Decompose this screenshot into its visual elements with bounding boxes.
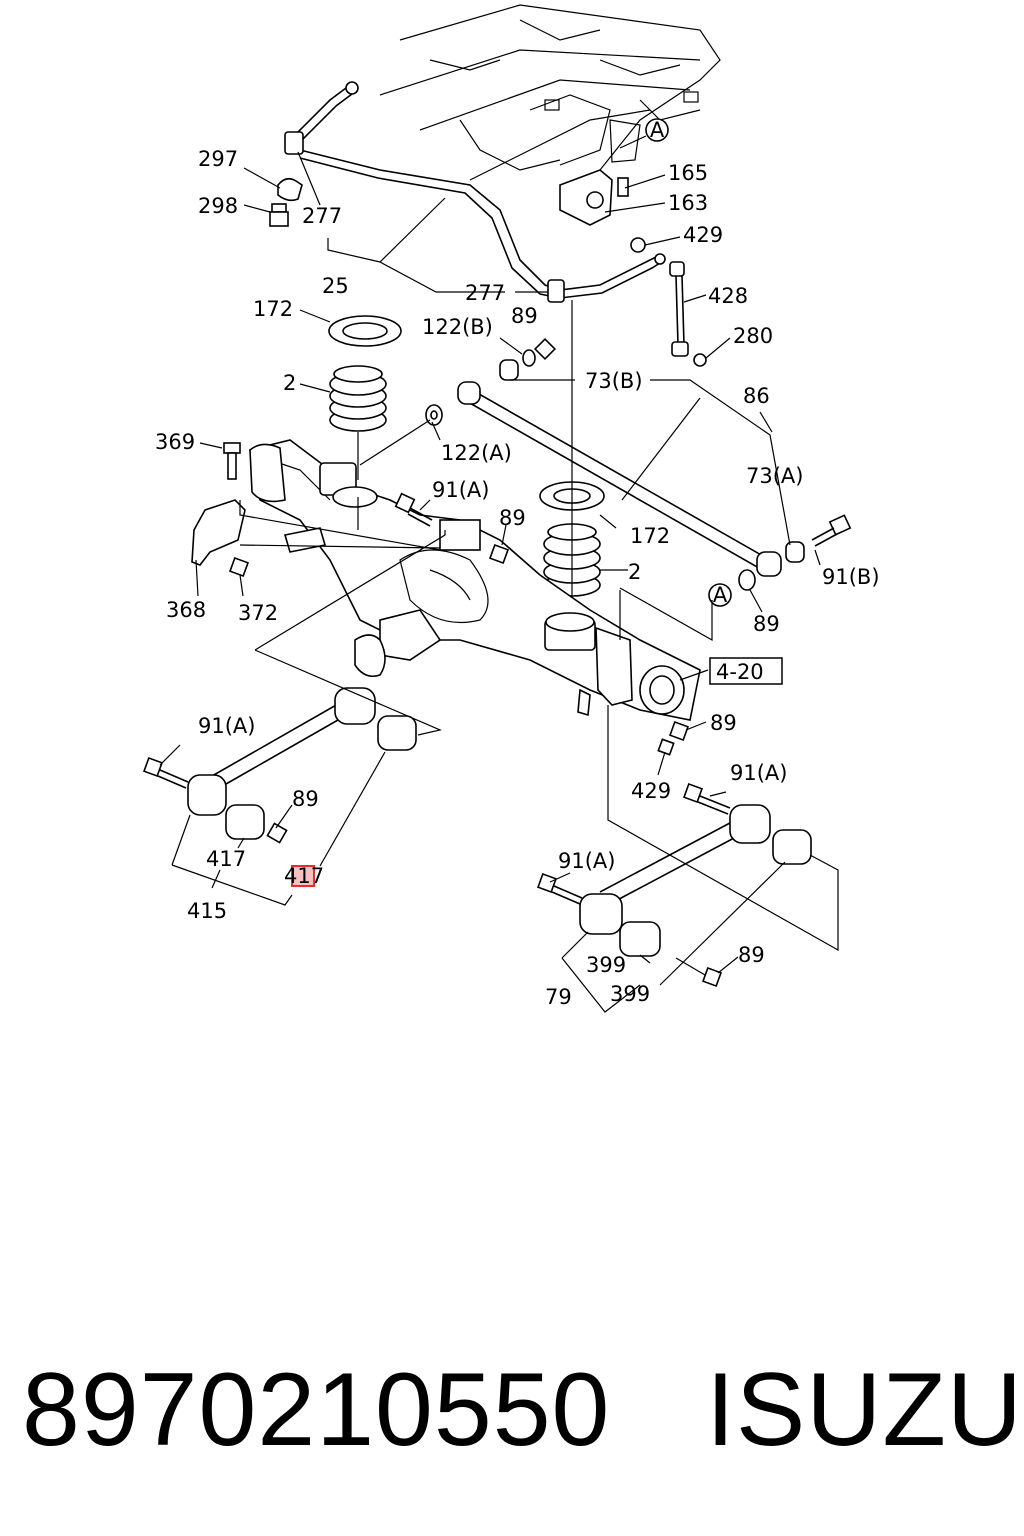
label-172-upper: 172 [253,297,293,321]
stabilizer-bar [284,81,666,303]
nut-89-right [738,569,756,591]
label-2-upper: 2 [283,371,296,395]
bolt-91a-axle [394,492,433,527]
label-91a-right-upper: 91(A) [730,761,787,785]
link-428 [630,237,707,367]
label-86: 86 [743,384,770,408]
bracket-297 [277,177,303,202]
part-labels: 297 298 277 25 277 165 163 429 428 280 1… [155,147,880,1009]
part-number: 8970210550 [22,1352,611,1468]
label-122b: 122(B) [422,315,493,339]
label-89-axle: 89 [499,506,526,530]
label-172-lower: 172 [630,524,670,548]
label-277-upper: 277 [302,204,342,228]
label-2-lower: 2 [628,560,641,584]
svg-text:A: A [713,583,728,607]
label-25: 25 [322,274,349,298]
page-reference-box [709,657,783,685]
label-73b: 73(B) [585,369,643,393]
label-73a: 73(A) [746,464,803,488]
label-122a: 122(A) [441,441,512,465]
bolt-91a-left [143,757,189,789]
coil-spring-2-upper [329,365,387,480]
label-415: 415 [187,899,227,923]
nut-89-axle-right [669,721,689,741]
label-4-20: 4-20 [716,660,764,684]
label-429-upper: 429 [683,223,723,247]
lateral-rod-73 [457,381,805,577]
brand-name: ISUZU [706,1352,1023,1468]
label-79: 79 [545,985,572,1009]
label-165: 165 [668,161,708,185]
nut-372 [229,557,249,577]
label-429-lower: 429 [631,779,671,803]
label-417-b: 417 [284,864,324,888]
bushing-122b [499,337,557,381]
chassis-frame [379,4,721,211]
nut-429-lower [657,738,675,756]
label-428: 428 [708,284,748,308]
reference-circle-a-right: A [708,583,732,607]
lower-link-79 [579,804,812,987]
suspension-exploded-diagram: A [143,4,880,1013]
label-89-lower: 89 [738,943,765,967]
label-297: 297 [198,147,238,171]
label-399-a: 399 [586,953,626,977]
bolt-91b [811,514,852,547]
bolt-369 [223,442,241,480]
lower-link-415 [187,687,417,844]
svg-text:A: A [650,118,665,142]
bolt-91a-right-upper [683,783,731,815]
label-89-right: 89 [753,612,780,636]
label-369: 369 [155,430,195,454]
bolt-91a-right-lower [537,873,583,905]
spring-seat-172-upper [328,315,402,347]
nut-89-axle [489,544,509,564]
label-368: 368 [166,598,206,622]
label-277-lower: 277 [465,281,505,305]
label-163: 163 [668,191,708,215]
label-89-axle-right: 89 [710,711,737,735]
label-280: 280 [733,324,773,348]
label-372: 372 [238,601,278,625]
label-91b: 91(B) [822,565,880,589]
label-417-a: 417 [206,847,246,871]
rear-axle-housing [249,439,701,721]
bracket-368 [191,499,246,566]
label-91a-right-lower: 91(A) [558,849,615,873]
bolt-298 [269,203,289,227]
highlight-box [291,865,315,887]
label-91a-axle: 91(A) [432,478,489,502]
label-89-left: 89 [292,787,319,811]
label-89-top: 89 [511,304,538,328]
label-91a-left: 91(A) [198,714,255,738]
label-298: 298 [198,194,238,218]
reference-circle-a-top: A [619,118,669,149]
bracket-163 [559,169,629,226]
label-399-b: 399 [610,982,650,1006]
washer-122a [425,404,443,426]
leader-lines [159,151,839,1013]
footer: 8970210550 ISUZU [0,1340,1024,1480]
